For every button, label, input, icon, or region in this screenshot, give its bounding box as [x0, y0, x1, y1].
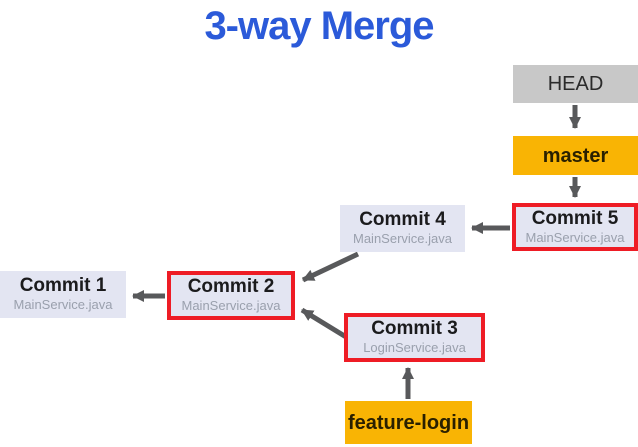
head-pointer-node: HEAD — [513, 65, 638, 103]
master-label: master — [542, 144, 609, 167]
commit2-file: MainService.java — [181, 298, 281, 314]
diagram-title: 3-way Merge — [204, 4, 434, 48]
commit4-label: Commit 4 — [359, 209, 446, 231]
commit4-file: MainService.java — [353, 231, 452, 247]
commit5-label: Commit 5 — [531, 207, 619, 229]
commit3-file: LoginService.java — [363, 340, 466, 356]
commit5-file: MainService.java — [525, 229, 625, 245]
commit-node-4: Commit 4 MainService.java — [340, 205, 465, 252]
feature-login-label: feature-login — [347, 411, 470, 434]
commit2-label: Commit 2 — [187, 276, 275, 298]
commit1-file: MainService.java — [13, 297, 113, 313]
commit1-label: Commit 1 — [19, 275, 107, 297]
commit3-label: Commit 3 — [371, 318, 458, 340]
commit-node-5: Commit 5 MainService.java — [512, 203, 638, 251]
head-label: HEAD — [547, 73, 604, 95]
commit-node-1: Commit 1 MainService.java — [0, 271, 126, 318]
branch-node-master: master — [513, 136, 638, 175]
commit-node-3: Commit 3 LoginService.java — [344, 313, 485, 362]
commit-node-2: Commit 2 MainService.java — [167, 271, 295, 320]
edge-commit4-to-commit2 — [301, 251, 360, 283]
branch-node-feature-login: feature-login — [345, 401, 472, 444]
